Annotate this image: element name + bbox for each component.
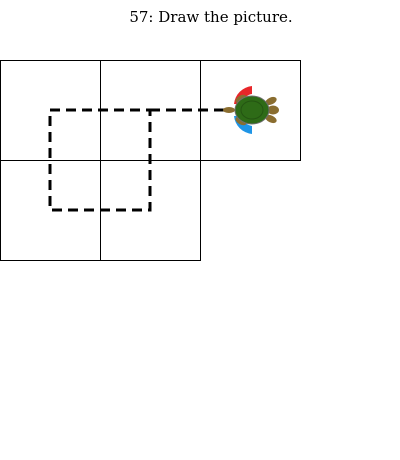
tail-icon xyxy=(223,107,235,113)
drawn-path xyxy=(48,108,230,212)
shell-icon xyxy=(234,95,270,125)
turtle-head-icon xyxy=(267,105,279,115)
flipper-icon xyxy=(265,96,277,106)
dashed-square xyxy=(48,108,152,212)
turtle-icon[interactable] xyxy=(223,86,279,134)
shell-pattern-icon xyxy=(240,100,264,120)
flipper-icon xyxy=(265,114,277,124)
puzzle-title: 57: Draw the picture. xyxy=(129,8,293,26)
